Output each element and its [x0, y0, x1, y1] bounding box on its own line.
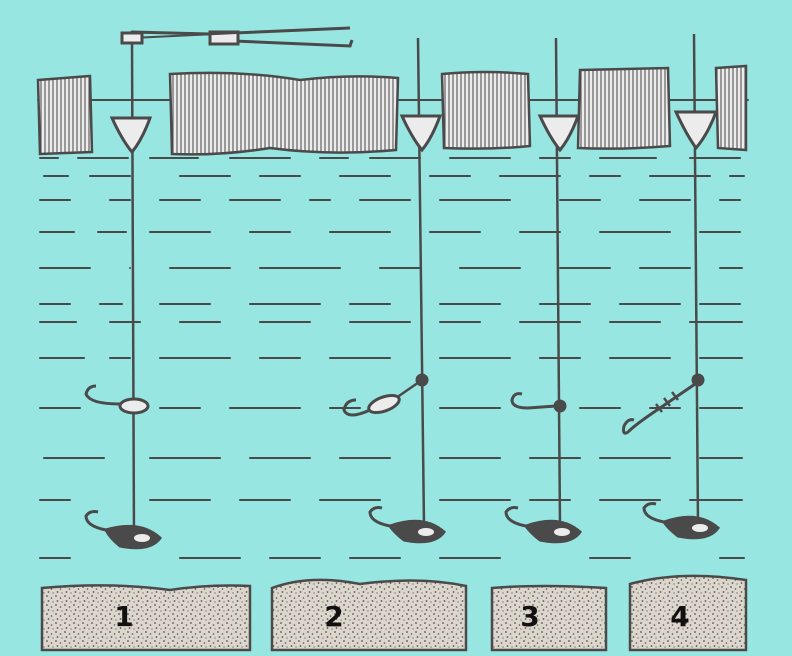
- float-icon: [399, 114, 443, 153]
- hook-icon: [642, 502, 665, 524]
- hook-icon: [510, 392, 557, 410]
- rod-tip: [120, 31, 144, 45]
- bead-icon: [367, 393, 401, 415]
- fishing-line: [416, 37, 426, 527]
- ice-block: [168, 71, 400, 156]
- rod-reel: [208, 30, 240, 46]
- float-icon: [109, 116, 153, 155]
- rig-1: [84, 26, 354, 550]
- river-bottom: [40, 574, 748, 652]
- water-lines: [37, 99, 749, 559]
- ice-block: [440, 70, 532, 150]
- rig-label-4: 4: [670, 600, 690, 633]
- knot-icon: [553, 399, 567, 413]
- hook-icon: [84, 384, 121, 406]
- wrapped-hook-icon: [622, 380, 699, 435]
- rig-label-3: 3: [520, 600, 540, 633]
- rig-2: [342, 37, 447, 544]
- rig-3: [504, 37, 583, 544]
- hook-icon: [342, 398, 371, 417]
- float-icon: [673, 110, 719, 151]
- rig-4: [622, 33, 721, 540]
- ice-block: [714, 64, 748, 152]
- rig-label-2: 2: [324, 600, 344, 633]
- hook-icon: [504, 506, 527, 528]
- ice-block: [36, 74, 94, 156]
- spoon-icon: [103, 524, 163, 550]
- hook-icon: [368, 506, 391, 528]
- ice-block: [576, 66, 672, 150]
- ice-layer: [36, 64, 748, 156]
- rig-label-1: 1: [114, 600, 134, 633]
- float-icon: [537, 114, 581, 153]
- spoon-icon: [387, 519, 447, 544]
- bead-icon: [118, 397, 150, 415]
- spoon-icon: [523, 519, 583, 544]
- hook-icon: [84, 510, 107, 532]
- fishing-line: [692, 33, 700, 525]
- spoon-icon: [661, 515, 721, 540]
- fishing-line: [554, 37, 562, 527]
